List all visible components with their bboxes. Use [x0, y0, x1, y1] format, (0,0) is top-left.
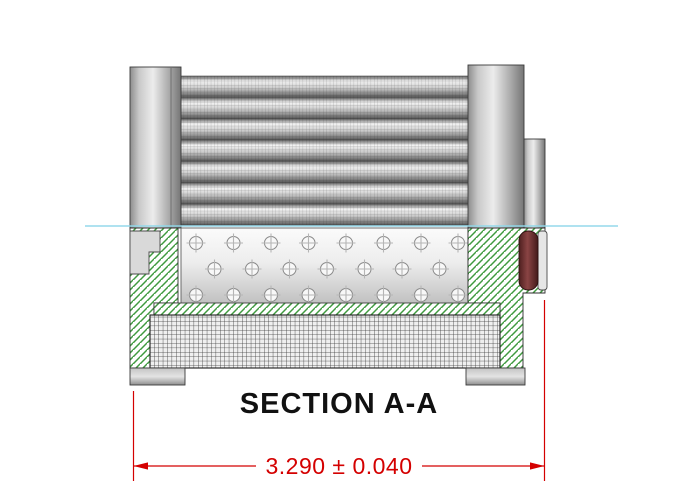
dimension-arrow-left	[133, 462, 148, 470]
pleated-filter-media	[180, 75, 469, 226]
seal-oring	[518, 230, 548, 291]
left-end-cap	[129, 66, 182, 229]
support-mesh-band	[149, 314, 501, 369]
dimension	[132, 300, 546, 481]
left-cap-step	[129, 230, 161, 275]
pleat-mesh-texture	[181, 76, 468, 225]
section-label: SECTION A-A	[240, 388, 438, 420]
right-hub	[523, 138, 546, 229]
right-end-cap	[467, 64, 546, 229]
dimension-text: 3.290 ± 0.040	[265, 453, 412, 479]
media-backing-hatch-strip	[153, 302, 501, 316]
dimension-arrow-right	[530, 462, 545, 470]
hub-end-face	[537, 230, 548, 291]
right-foot	[465, 367, 526, 386]
left-foot	[129, 367, 186, 386]
core-holes	[186, 233, 468, 305]
perforated-core-tube	[180, 227, 469, 306]
